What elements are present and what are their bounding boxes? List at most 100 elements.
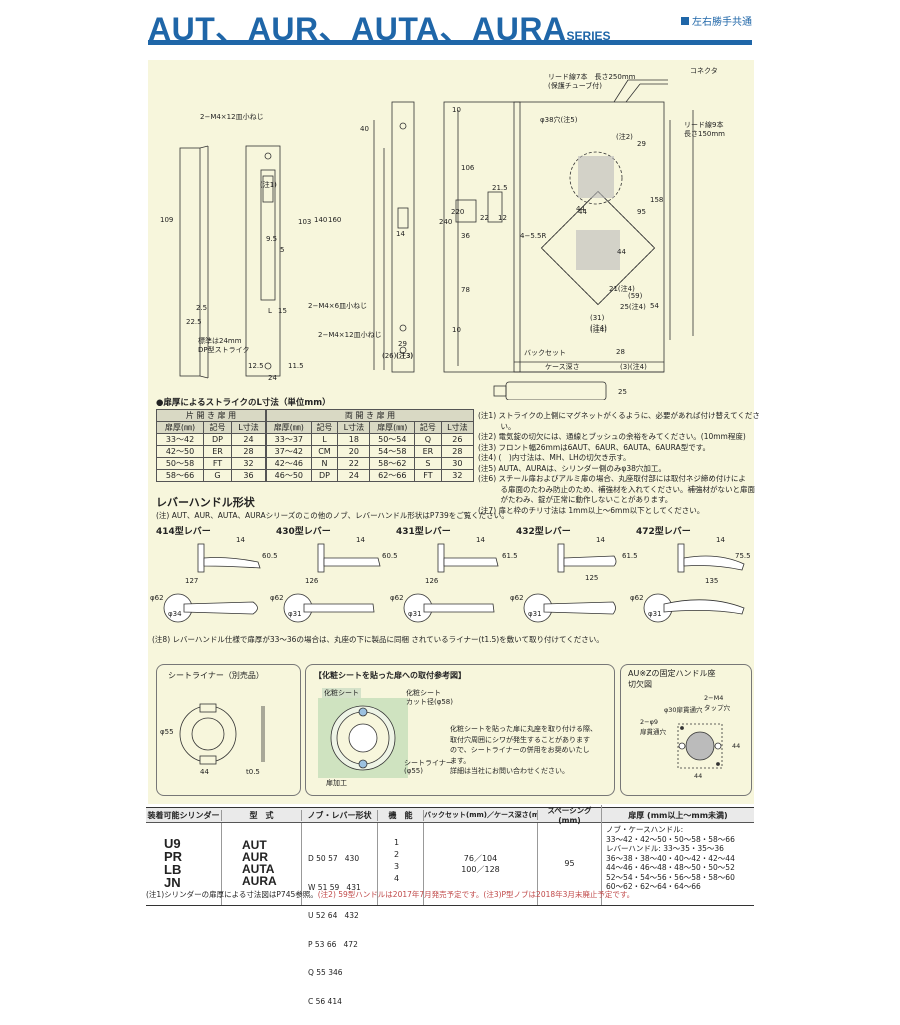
- lever-472-d1: φ62: [630, 594, 644, 602]
- footnote-a: (注1)シリンダーの扉厚による寸法図はP745参照。: [146, 890, 318, 899]
- thickness-item: ノブ・ケースハンドル:: [606, 825, 684, 834]
- table-cell: FT: [203, 457, 233, 470]
- dim-59: (59): [628, 292, 643, 300]
- lever-414-d1: φ62: [150, 594, 164, 602]
- cylinder-item: PR: [164, 849, 183, 864]
- note3-label: (注3): [396, 352, 413, 360]
- dim-2-5: 2.5: [196, 304, 208, 312]
- dim-36: 36: [461, 232, 470, 240]
- lever-drawings: [163, 543, 745, 623]
- lever-432-width: 125: [585, 574, 599, 582]
- auz-title2: 切欠図: [628, 680, 652, 689]
- dim-22-5: 22.5: [186, 318, 202, 326]
- dim-31: (31): [590, 314, 605, 322]
- table-cell: CM: [310, 445, 339, 458]
- dim-78: 78: [461, 286, 470, 294]
- thickness-item: 36〜38・38〜40・40〜42・42〜44: [606, 853, 735, 863]
- lead7-sub-label: (保護チューブ付): [548, 82, 603, 90]
- table-cell: 26: [440, 433, 475, 446]
- lever-414-depth: 14: [236, 536, 245, 544]
- lever-430-width: 126: [305, 577, 319, 585]
- lead7-label: リード線7本 長さ250mm: [548, 73, 636, 81]
- table-cell: 24: [337, 469, 371, 482]
- models-cell: AUT AUR AUTA AURA: [222, 823, 302, 905]
- model-item: AUTA: [242, 862, 275, 876]
- dim-12-5: 12.5: [248, 362, 264, 370]
- note-line: (注4) ( )内寸法は、MH、LHの切欠き示す。: [478, 453, 631, 462]
- col-header: スペーシング(mm): [538, 805, 602, 825]
- dim-44b: 44: [578, 208, 587, 216]
- dim-5: 5: [280, 246, 285, 254]
- lever-431-depth: 14: [476, 536, 485, 544]
- single-header: 片 開 き 扉 用: [156, 409, 266, 422]
- square-icon: [681, 17, 689, 25]
- sheet-drawing: [318, 698, 408, 778]
- lever-414-height: 60.5: [262, 552, 278, 560]
- dim-24: 24: [268, 374, 277, 382]
- table-cell: 42〜46: [266, 457, 312, 470]
- lever-430-label: 430型レバー: [276, 527, 331, 537]
- dim-106: 106: [461, 164, 475, 172]
- series-label: SERIES: [566, 29, 611, 43]
- table-cell: DP: [310, 469, 339, 482]
- table-cell: 33〜42: [155, 433, 205, 446]
- note-line: い。: [478, 421, 516, 431]
- title-rule: [148, 40, 752, 45]
- thickness-cell: ノブ・ケースハンドル: 33〜42・42〜50・50〜58・58〜66 レバーハ…: [602, 823, 754, 905]
- lever-414-d2: φ34: [168, 610, 182, 618]
- table-cell: FT: [414, 469, 442, 482]
- lever-432-shape: [523, 543, 617, 623]
- auz-m4-2: タップ穴: [704, 704, 730, 712]
- table-cell: G: [203, 469, 233, 482]
- auz-m4-1: 2−M4: [704, 694, 724, 702]
- dim-40: 40: [360, 125, 369, 133]
- lead9-label: リード線9本: [684, 121, 724, 129]
- function-item: 1: [394, 838, 400, 847]
- col-header: L寸法: [231, 421, 266, 434]
- backset-cell: 76／104 100／128: [424, 823, 538, 905]
- cylinders-cell: U9 PR LB JN: [146, 823, 222, 905]
- note-line: (注6) スチール扉およびアルミ扉の場合、丸座取付部には取付ネジ締め付けによ: [478, 474, 746, 483]
- lever-414-label: 414型レバー: [156, 527, 211, 537]
- dim-44a: 44: [576, 205, 585, 213]
- sheet-desc: 化粧シートを貼った扉に丸座を取り付ける際、 取付穴周囲にシワが発生することがあり…: [450, 724, 597, 777]
- note-line: る扉面のたわみ防止のため、補強材を入れてください。補強材がないと扉面: [478, 484, 756, 494]
- table-cell: 20: [337, 445, 371, 458]
- note-line: がたわみ、錠が正常に動作しないことがあります。: [478, 495, 673, 504]
- col-header: 機 能: [378, 809, 424, 821]
- table-cell: 32: [231, 457, 266, 470]
- table-cell: 62〜66: [369, 469, 416, 482]
- dim-44c: 44: [617, 248, 626, 256]
- sheet-liner-label2: (φ55): [404, 767, 423, 775]
- dim-9-5: 9.5: [266, 235, 278, 243]
- model-item: AURA: [242, 874, 277, 888]
- thickness-item: 60〜62・62〜64・64〜66: [606, 882, 701, 891]
- note-line: (注1) ストライクの上側にマグネットがくるように、必要があれば付け替えてくださ: [478, 411, 760, 420]
- lever-430-d1: φ62: [270, 594, 284, 602]
- table-cell: 30: [440, 457, 475, 470]
- shape-item: W 51 59 431: [308, 882, 361, 892]
- lever-432-d2: φ31: [528, 610, 542, 618]
- spacing-cell: 95: [538, 823, 602, 905]
- shape-item: P 53 66 472: [308, 939, 358, 949]
- model-item: AUR: [242, 850, 268, 864]
- lever-note: (注) AUT、AUR、AUTA、AURAシリーズのこの他のノブ、レバーハンドル…: [156, 511, 509, 520]
- cylinder-item: JN: [164, 875, 181, 890]
- dim-29a: 29: [398, 340, 407, 348]
- table-cell: Q: [414, 433, 442, 446]
- function-item: 3: [394, 862, 400, 871]
- dim-25-note: 25(注4): [620, 303, 646, 311]
- table-cell: 54〜58: [369, 445, 416, 458]
- dim-L: L: [268, 307, 272, 315]
- shape-item: U 52 64 432: [308, 911, 359, 920]
- col-header: L寸法: [440, 421, 475, 434]
- backset-item: 76／104: [463, 854, 498, 863]
- strike-table-title: ●扉厚によるストライクのL寸法（単位mm）: [156, 398, 331, 408]
- auz-drawing: [677, 723, 723, 769]
- note-line: (注2) 電気錠の切欠には、通線とブッシュの余裕をみてください。(10mm程度): [478, 432, 746, 441]
- footnote: (注1)シリンダーの扉厚による寸法図はP745参照。(注2) 59型ハンドルは2…: [146, 889, 634, 900]
- lever-430-d2: φ31: [288, 610, 302, 618]
- dim-14: 14: [396, 230, 405, 238]
- table-cell: N: [310, 457, 339, 470]
- col-header: L寸法: [337, 421, 371, 434]
